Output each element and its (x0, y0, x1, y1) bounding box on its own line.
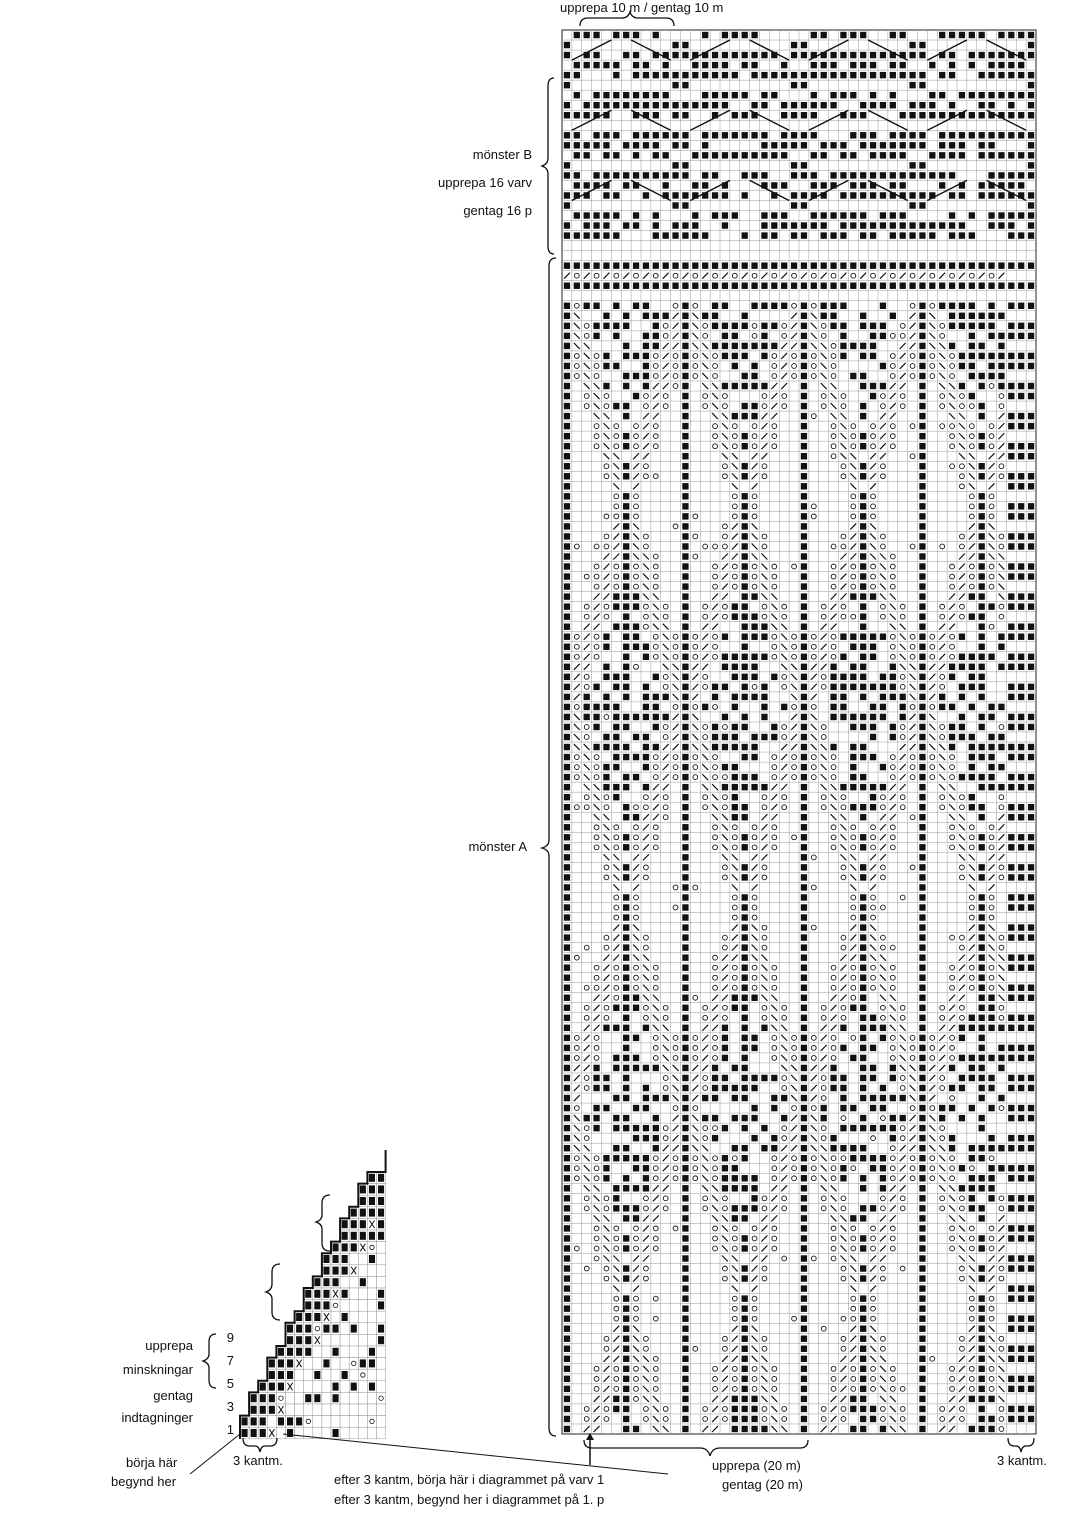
main-chart-grid (561, 29, 1037, 1435)
edge-stitches-left-label: 3 kantm. (233, 1453, 283, 1468)
edge-stitches-right-label: 3 kantm. (997, 1453, 1047, 1468)
after-edge-da-label: efter 3 kantm, begynd her i diagrammet p… (334, 1492, 605, 1507)
pattern-a-label: mönster A (468, 839, 527, 854)
pattern-b-label: mönster B (472, 147, 532, 162)
start-here-sv-label: börja här (126, 1455, 178, 1470)
chart-brackets (189, 9, 1035, 1475)
small-increase-chart (239, 1150, 387, 1440)
start-here-da-label: begynd her (111, 1474, 177, 1489)
repeat-bottom-da-label: gentag (20 m) (722, 1477, 803, 1492)
main-chart-symbols (563, 31, 1035, 1465)
top-repeat-label: upprepa 10 m / gentag 10 m (560, 0, 724, 15)
row-number-7: 7 (226, 1353, 234, 1368)
row-number-9: 9 (226, 1330, 234, 1345)
small-decrease-label: minskningar (122, 1362, 193, 1377)
pattern-b-repeat-sv-label: upprepa 16 varv (438, 175, 532, 190)
row-number-3: 3 (226, 1399, 234, 1414)
row-number-5: 5 (226, 1376, 234, 1391)
repeat-bottom-sv-label: upprepa (20 m) (712, 1458, 801, 1473)
small-repeat-da-label: gentag (153, 1388, 193, 1403)
small-increase-label: indtagninger (121, 1410, 193, 1425)
row-number-1: 1 (226, 1422, 234, 1437)
small-repeat-sv-label: upprepa (145, 1338, 193, 1353)
pattern-b-repeat-da-label: gentag 16 p (463, 203, 532, 218)
after-edge-sv-label: efter 3 kantm, börja här i diagrammet på… (334, 1472, 605, 1487)
